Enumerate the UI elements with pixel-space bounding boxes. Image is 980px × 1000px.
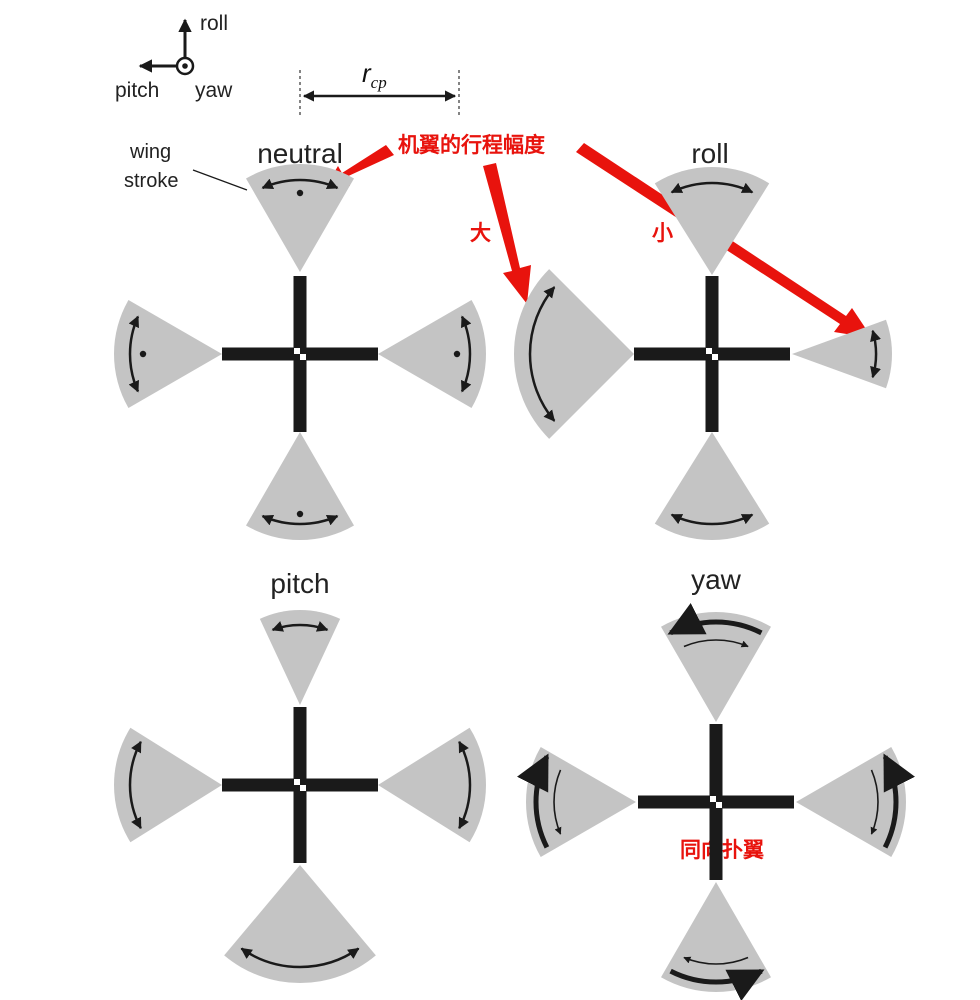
yaw-stroke-right-thin bbox=[870, 769, 879, 835]
neutral-dot-3 bbox=[296, 510, 304, 518]
pitch-hub-quarter-a bbox=[294, 785, 300, 791]
yaw-wing-left bbox=[525, 747, 636, 857]
neutral-wing-2 bbox=[114, 300, 222, 408]
red-annotations: 机翼的行程幅度 大 小 同向扑翼 bbox=[326, 133, 872, 862]
pitch-wing-bottom bbox=[224, 865, 376, 983]
panel-title-yaw: yaw bbox=[691, 564, 742, 595]
roll-wing-bottom bbox=[654, 432, 770, 540]
yaw-wing-bottom bbox=[661, 882, 771, 992]
neutral-stroke-3 bbox=[261, 514, 339, 526]
large-label: 大 bbox=[470, 222, 491, 245]
axis-label-yaw: yaw bbox=[195, 79, 233, 102]
pitch-stroke-right bbox=[458, 740, 472, 830]
yaw-stroke-bottom-thin bbox=[683, 956, 749, 965]
axis-label-roll: roll bbox=[200, 12, 228, 35]
neutral-dot-2 bbox=[139, 350, 147, 358]
roll-hub-quarter-b bbox=[712, 348, 718, 354]
yaw-stroke-right-thick bbox=[882, 753, 915, 849]
neutral-stroke-1 bbox=[261, 178, 339, 190]
panel-title-pitch: pitch bbox=[270, 568, 329, 599]
neutral-hub-quarter-a bbox=[294, 354, 300, 360]
neutral-hub-quarter-b bbox=[300, 348, 306, 354]
yaw-hub-quarter-a bbox=[710, 802, 716, 808]
arm-layer bbox=[222, 276, 794, 880]
roll-stroke-right bbox=[870, 329, 881, 379]
neutral-wing-4 bbox=[378, 300, 486, 408]
red-arrow-to-large bbox=[483, 163, 531, 304]
yaw-stroke-top-thin bbox=[683, 639, 749, 648]
roll-stroke-bottom bbox=[670, 513, 754, 526]
yaw-hub-quarter-b bbox=[716, 796, 722, 802]
yaw-stroke-left-thick bbox=[517, 753, 550, 849]
neutral-stroke-2 bbox=[128, 315, 140, 393]
roll-stroke-left bbox=[528, 286, 556, 422]
panel-title-neutral: neutral bbox=[257, 138, 343, 169]
neutral-dot-4 bbox=[453, 350, 461, 358]
panel-title-roll: roll bbox=[691, 138, 728, 169]
pitch-stroke-left bbox=[128, 740, 142, 830]
stroke-amplitude-label: 机翼的行程幅度 bbox=[398, 133, 545, 157]
neutral-stroke-4 bbox=[460, 315, 472, 393]
yaw-wing-top bbox=[661, 611, 771, 722]
neutral-wing-3 bbox=[246, 432, 354, 541]
rcp-label: rcp bbox=[362, 58, 387, 92]
yaw-wing-right bbox=[796, 747, 907, 857]
yaw-stroke-bottom-thick bbox=[669, 968, 765, 1000]
roll-hub-quarter-a bbox=[706, 354, 712, 360]
rcp-label-r: r bbox=[362, 58, 372, 88]
stroke-arrow-layer bbox=[128, 178, 915, 1000]
small-label: 小 bbox=[652, 222, 673, 245]
wing-stroke-label-line1: wing bbox=[129, 141, 171, 163]
wing-stroke-label-line2: stroke bbox=[124, 170, 178, 192]
neutral-dot-1 bbox=[296, 189, 304, 197]
axes-indicator: roll pitch yaw bbox=[115, 12, 233, 102]
roll-wing-top bbox=[654, 167, 770, 275]
pitch-stroke-top bbox=[271, 621, 329, 632]
rcp-label-sub: cp bbox=[371, 73, 387, 92]
yaw-stroke-left-thin bbox=[553, 769, 562, 835]
roll-wing-left bbox=[513, 269, 634, 439]
neutral-wing-1 bbox=[246, 163, 354, 272]
axis-label-pitch: pitch bbox=[115, 79, 159, 102]
roll-wing-right bbox=[792, 319, 893, 389]
pitch-wing-top bbox=[259, 610, 341, 705]
roll-stroke-top bbox=[670, 181, 754, 194]
pitch-stroke-bottom bbox=[240, 947, 360, 969]
pitch-hub-quarter-b bbox=[300, 779, 306, 785]
yaw-stroke-top-thick bbox=[667, 603, 763, 636]
rcp-dimension: rcp bbox=[299, 58, 460, 115]
wing-stroke-label: wing stroke bbox=[124, 141, 248, 192]
